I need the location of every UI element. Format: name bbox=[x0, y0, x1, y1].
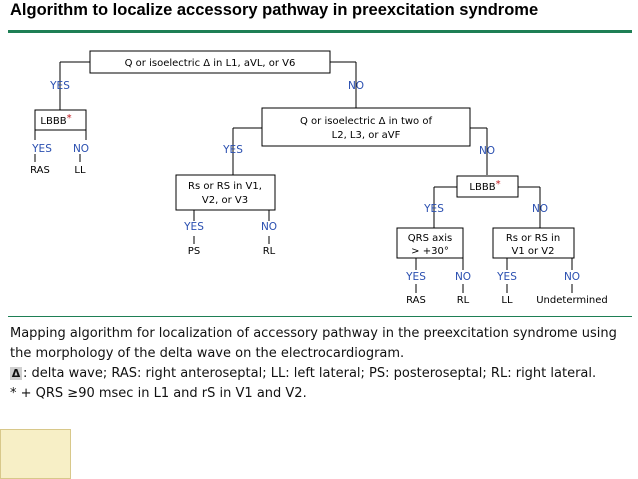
outcome-ll-1: LL bbox=[74, 165, 86, 176]
yes-label-2: YES bbox=[31, 143, 52, 155]
no-label-4: NO bbox=[261, 221, 277, 233]
box-q-l1-avl-v6 bbox=[89, 50, 331, 74]
algorithm-flowchart: Q or isoelectric Δ in L1, aVL, or V6 LBB… bbox=[30, 50, 608, 306]
box-q-inferior-line2: L2, L3, or aVF bbox=[332, 130, 401, 141]
caption-divider bbox=[8, 316, 632, 317]
yes-label-7: YES bbox=[496, 271, 517, 283]
box-rs-v1-v2 bbox=[492, 227, 575, 259]
no-label-5: NO bbox=[532, 203, 548, 215]
outcome-ps: PS bbox=[188, 246, 200, 257]
box-lbbb-a bbox=[34, 109, 87, 131]
box-q-inferior-line1: Q or isoelectric Δ in two of bbox=[300, 116, 432, 127]
no-label-2: NO bbox=[73, 143, 89, 155]
box-lbbb-b bbox=[456, 175, 519, 198]
box-qrs-axis-line2: > +30° bbox=[411, 246, 449, 257]
box-rs-v1-v3-line2: V2, or V3 bbox=[202, 195, 248, 206]
caption-line-3: * + QRS ≥90 msec in L1 and rS in V1 and … bbox=[10, 386, 307, 401]
box-q-l1-avl-v6-label: Q or isoelectric Δ in L1, aVL, or V6 bbox=[125, 58, 296, 69]
caption-line-1: Mapping algorithm for localization of ac… bbox=[10, 326, 617, 361]
box-rs-v1-v3-line1: Rs or RS in V1, bbox=[188, 181, 262, 192]
title-divider bbox=[8, 30, 632, 33]
outcome-rl-1: RL bbox=[263, 246, 276, 257]
yes-label-6: YES bbox=[405, 271, 426, 283]
caption-line-2: Δ: delta wave; RAS: right anteroseptal; … bbox=[10, 364, 630, 384]
box-q-inferior bbox=[261, 107, 471, 147]
yes-label-1: YES bbox=[49, 80, 70, 92]
no-label-3: NO bbox=[479, 145, 495, 157]
yes-label-4: YES bbox=[183, 221, 204, 233]
delta-symbol: Δ bbox=[10, 367, 22, 380]
box-qrs-axis-line1: QRS axis bbox=[408, 233, 452, 244]
corner-decoration bbox=[0, 429, 71, 479]
outcome-ll-2: LL bbox=[501, 295, 513, 306]
box-rs-v1-v2-line1: Rs or RS in bbox=[506, 233, 560, 244]
yes-label-5: YES bbox=[423, 203, 444, 215]
outcome-rl-2: RL bbox=[457, 295, 470, 306]
no-label-1: NO bbox=[348, 80, 364, 92]
no-label-6: NO bbox=[455, 271, 471, 283]
box-rs-v1-v2-line2: V1 or V2 bbox=[512, 246, 555, 257]
box-qrs-axis bbox=[396, 227, 464, 259]
caption-line-2-text: : delta wave; RAS: right anteroseptal; L… bbox=[23, 366, 597, 381]
box-rs-v1-v3 bbox=[175, 174, 276, 211]
outcome-undetermined: Undetermined bbox=[536, 295, 608, 306]
no-label-7: NO bbox=[564, 271, 580, 283]
connector-lines bbox=[34, 61, 573, 293]
page-title: Algorithm to localize accessory pathway … bbox=[10, 1, 539, 19]
yes-label-3: YES bbox=[222, 144, 243, 156]
outcome-ras-1: RAS bbox=[30, 165, 50, 176]
figure-caption: Mapping algorithm for localization of ac… bbox=[10, 324, 630, 404]
outcome-ras-2: RAS bbox=[406, 295, 426, 306]
box-lbbb-b-label: LBBB* bbox=[469, 179, 500, 193]
box-lbbb-a-label: LBBB* bbox=[40, 113, 71, 127]
